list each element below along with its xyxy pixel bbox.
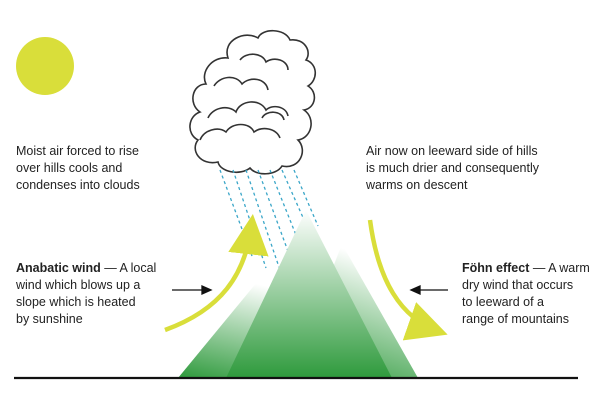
caption-line: Air now on leeward side of hills: [366, 144, 538, 158]
caption-line: Anabatic wind — A local: [16, 260, 176, 277]
arrow-icon: [172, 284, 448, 296]
caption-line: wind which blows up a: [16, 278, 141, 292]
leeward-air-caption: Air now on leeward side of hills is much…: [366, 143, 586, 194]
caption-line: slope which is heated: [16, 295, 136, 309]
cloud-icon: [189, 29, 317, 175]
mountain-center: [226, 210, 392, 378]
caption-line: condenses into clouds: [16, 178, 140, 192]
anabatic-term: Anabatic wind: [16, 261, 101, 275]
caption-line: over hills cools and: [16, 161, 123, 175]
caption-text: — A warm: [529, 261, 590, 275]
caption-line: by sunshine: [16, 312, 83, 326]
anabatic-wind-arrow: [164, 213, 269, 333]
caption-line: is much drier and consequently: [366, 161, 540, 175]
sun-icon: [16, 37, 74, 95]
caption-line: range of mountains: [462, 312, 570, 326]
mountain-range: [178, 210, 418, 378]
fohn-term: Föhn effect: [462, 261, 530, 275]
caption-line: Föhn effect — A warm: [462, 260, 596, 277]
anabatic-wind-caption: Anabatic wind — A local wind which blows…: [16, 260, 176, 328]
caption-line: to leeward of a: [462, 295, 544, 309]
caption-line: warms on descent: [366, 178, 468, 192]
caption-line: Moist air forced to rise: [16, 144, 139, 158]
moist-air-caption: Moist air forced to rise over hills cool…: [16, 143, 176, 194]
fohn-wind-arrow: [367, 219, 448, 341]
caption-text: — A local: [100, 261, 157, 275]
fohn-effect-caption: Föhn effect — A warm dry wind that occur…: [462, 260, 596, 328]
caption-line: dry wind that occurs: [462, 278, 574, 292]
